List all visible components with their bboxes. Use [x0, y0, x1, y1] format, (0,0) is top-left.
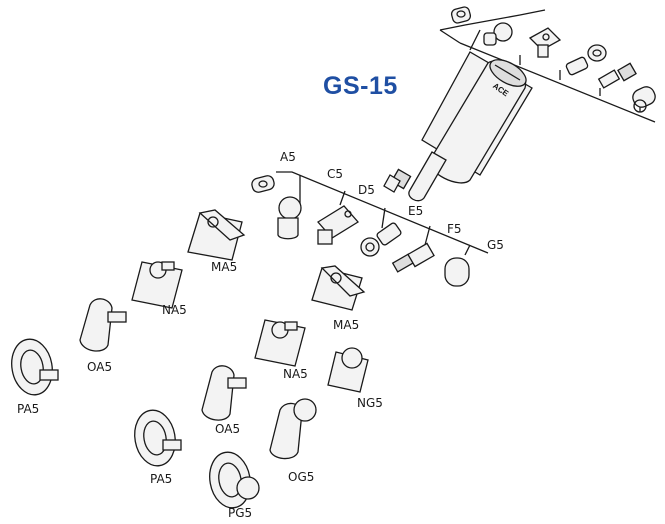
- bracket-og5: [269, 398, 317, 460]
- bracket-pg5: [209, 451, 260, 509]
- bracket-ma5-upper: [187, 209, 246, 261]
- label-pg5: PG5: [228, 506, 253, 520]
- rod-end-rail: [276, 171, 489, 256]
- rod-end-c5: [277, 196, 302, 240]
- label-a5: A5: [280, 150, 296, 164]
- label-oa5-lower: OA5: [215, 422, 241, 436]
- label-f5: F5: [447, 222, 462, 236]
- top-rod-end-cap: [632, 86, 656, 113]
- gas-spring-body: ACE: [383, 51, 533, 202]
- label-og5: OG5: [288, 470, 315, 484]
- bracket-oa5-lower: [201, 365, 247, 421]
- top-rod-end-eye: [450, 6, 472, 24]
- label-na5-upper: NA5: [162, 303, 187, 317]
- product-title: GS-15: [323, 72, 398, 100]
- bracket-ma5-lower: [311, 265, 366, 311]
- label-oa5-upper: OA5: [87, 360, 113, 374]
- bracket-pa5-upper: [11, 338, 59, 396]
- label-ma5-upper: MA5: [211, 260, 238, 274]
- bracket-ng5: [327, 347, 369, 393]
- label-na5-lower: NA5: [283, 367, 308, 381]
- top-rod-end-ball: [483, 22, 513, 46]
- label-ng5: NG5: [357, 396, 383, 410]
- bracket-na5-lower: [254, 319, 306, 367]
- label-c5: C5: [327, 167, 344, 181]
- top-rod-end-swivel: [565, 44, 607, 76]
- rod-end-g5: [444, 257, 470, 287]
- label-ma5-lower: MA5: [333, 318, 360, 332]
- rod-end-e5: [360, 222, 402, 257]
- rod-end-d5: [317, 205, 359, 245]
- rod-end-f5: [391, 242, 435, 273]
- bracket-pa5-lower: [134, 409, 182, 467]
- label-d5: D5: [358, 183, 375, 197]
- label-pa5-lower: PA5: [150, 472, 173, 486]
- label-pa5-upper: PA5: [17, 402, 40, 416]
- rod-end-a5: [251, 175, 275, 193]
- bracket-na5-upper: [131, 261, 183, 309]
- label-g5: G5: [487, 238, 504, 252]
- bracket-oa5-upper: [79, 298, 127, 352]
- top-rod-end-clevis: [528, 27, 562, 58]
- label-e5: E5: [408, 204, 424, 218]
- top-rod-end-thread: [597, 62, 637, 89]
- top-accessory-rail: [439, 9, 656, 123]
